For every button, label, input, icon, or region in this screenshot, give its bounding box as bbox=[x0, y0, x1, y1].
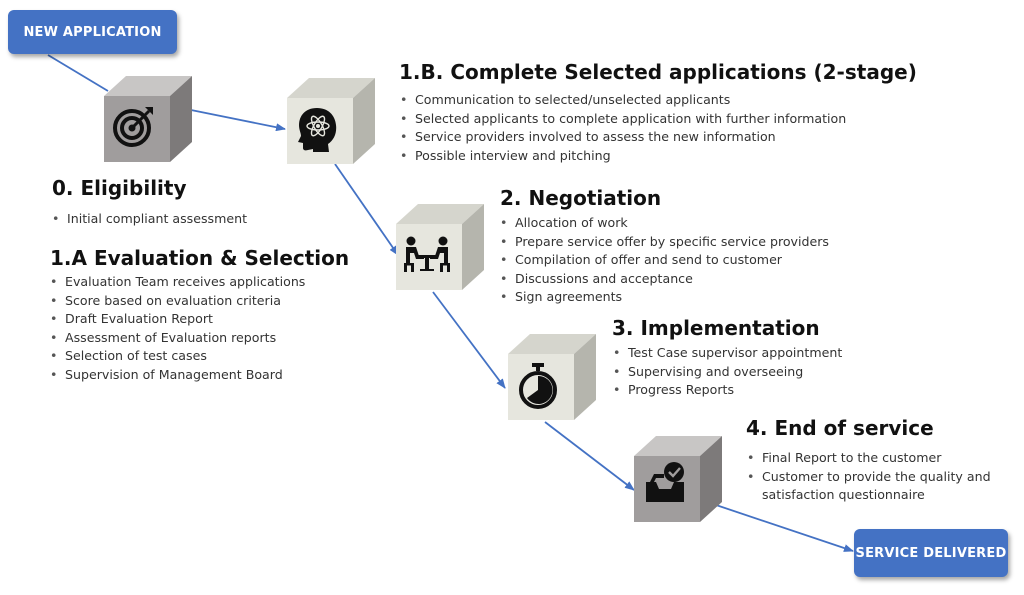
stage-title-negotiation: 2. Negotiation bbox=[500, 186, 662, 210]
list-item: Discussions and acceptance bbox=[500, 270, 829, 289]
list-item: Assessment of Evaluation reports bbox=[50, 329, 305, 348]
list-item: Final Report to the customer bbox=[747, 449, 991, 468]
list-item: Selection of test cases bbox=[50, 347, 305, 366]
stage-list-eligibility: Initial compliant assessment bbox=[52, 210, 247, 229]
new-application-badge: NEW APPLICATION bbox=[8, 10, 177, 54]
list-item: Communication to selected/unselected app… bbox=[400, 91, 846, 110]
list-item: Sign agreements bbox=[500, 288, 829, 307]
list-item-continuation: satisfaction questionnaire bbox=[762, 487, 925, 503]
stage-title-evaluation: 1.A Evaluation & Selection bbox=[50, 246, 350, 270]
target-icon bbox=[112, 104, 162, 154]
stage-cube-end-of-service bbox=[634, 436, 722, 524]
stage-cube-implementation bbox=[508, 334, 596, 422]
connector-end-to-delivered bbox=[715, 504, 854, 552]
list-item: Prepare service offer by specific servic… bbox=[500, 233, 829, 252]
meeting-table-icon bbox=[402, 234, 456, 282]
connector-eligibility-to-selected bbox=[190, 109, 286, 132]
stage-list-end-of-service: Final Report to the customer Customer to… bbox=[747, 449, 991, 505]
list-item: Customer to provide the quality and bbox=[747, 468, 991, 487]
stage-cube-eligibility bbox=[104, 76, 192, 164]
connector-negotiation-to-implementation bbox=[432, 291, 506, 389]
list-item: Supervision of Management Board bbox=[50, 366, 305, 385]
stopwatch-icon bbox=[516, 362, 566, 414]
stage-list-evaluation: Evaluation Team receives applications Sc… bbox=[50, 273, 305, 385]
connector-implementation-to-end bbox=[544, 421, 635, 491]
stage-title-eligibility: 0. Eligibility bbox=[52, 176, 187, 200]
stage-list-implementation: Test Case supervisor appointment Supervi… bbox=[613, 344, 842, 400]
list-item: Possible interview and pitching bbox=[400, 147, 846, 166]
cube-shape bbox=[508, 334, 596, 420]
list-item: Selected applicants to complete applicat… bbox=[400, 110, 846, 129]
connector-selected-to-negotiation bbox=[334, 163, 399, 256]
stage-cube-complete-selected bbox=[287, 78, 375, 166]
service-delivered-badge: SERVICE DELIVERED bbox=[854, 529, 1008, 577]
connector-start-to-eligibility bbox=[47, 54, 109, 92]
list-item: Service providers involved to assess the… bbox=[400, 128, 846, 147]
list-item: Allocation of work bbox=[500, 214, 829, 233]
list-item: Progress Reports bbox=[613, 381, 842, 400]
list-item: Evaluation Team receives applications bbox=[50, 273, 305, 292]
stage-list-negotiation: Allocation of work Prepare service offer… bbox=[500, 214, 829, 307]
list-item: Compilation of offer and send to custome… bbox=[500, 251, 829, 270]
list-item: Score based on evaluation criteria bbox=[50, 292, 305, 311]
stage-cube-negotiation bbox=[396, 204, 484, 292]
stage-title-complete-selected: 1.B. Complete Selected applications (2-s… bbox=[399, 60, 917, 84]
inbox-check-icon bbox=[642, 460, 692, 510]
list-item: Test Case supervisor appointment bbox=[613, 344, 842, 363]
list-item: Supervising and overseeing bbox=[613, 363, 842, 382]
stage-title-implementation: 3. Implementation bbox=[612, 316, 820, 340]
list-item: Initial compliant assessment bbox=[52, 210, 247, 229]
list-item: Draft Evaluation Report bbox=[50, 310, 305, 329]
brain-atom-icon bbox=[295, 106, 345, 156]
stage-list-complete-selected: Communication to selected/unselected app… bbox=[400, 91, 846, 165]
stage-title-end-of-service: 4. End of service bbox=[746, 416, 934, 440]
cube-shape bbox=[287, 78, 375, 164]
